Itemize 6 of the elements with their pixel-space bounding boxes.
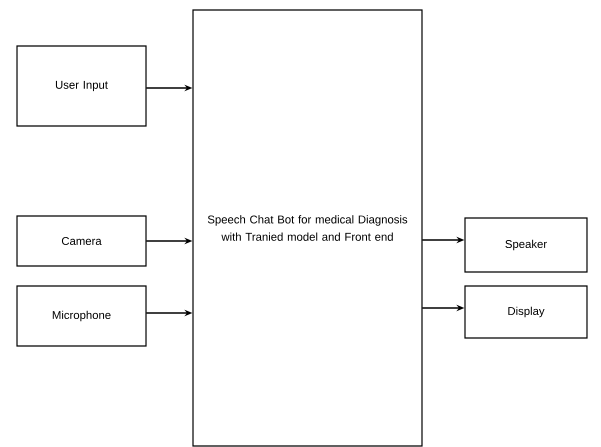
system-box: Speech Chat Bot for medical Diagnosis with Tranied model and Front end [192,9,423,447]
block-box: Microphone [16,285,147,347]
block-box: User Input [16,45,147,127]
block-box: Display [464,285,588,339]
block-box: Camera [16,215,147,267]
block-box: Speaker [464,217,588,273]
